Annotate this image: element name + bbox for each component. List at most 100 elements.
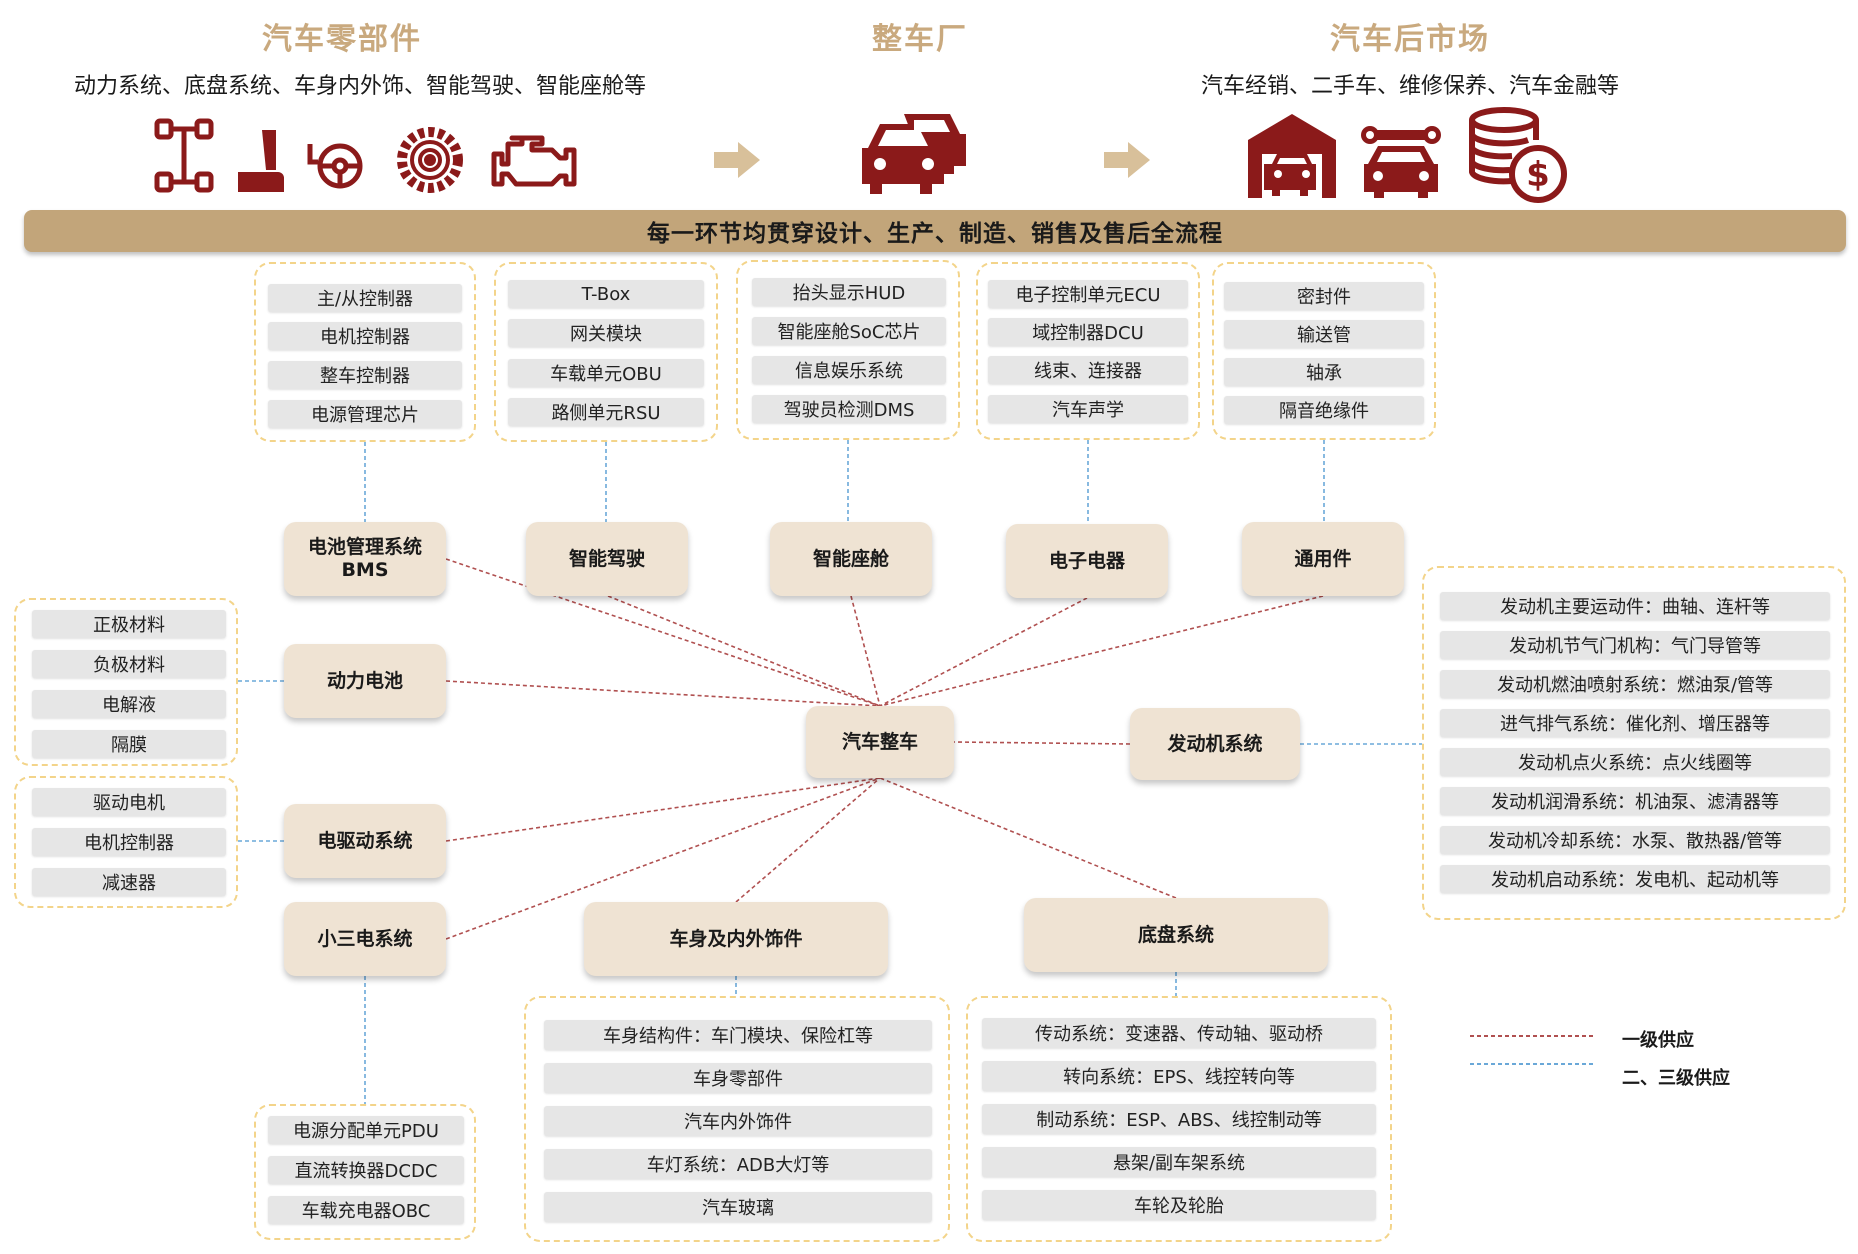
list-item: 发动机主要运动件：曲轴、连杆等 (1440, 592, 1830, 620)
group-electronics: 电子控制单元ECU 域控制器DCU 线束、连接器 汽车声学 (976, 262, 1200, 440)
line-cockpit (850, 595, 881, 707)
list-item: 隔膜 (32, 730, 226, 758)
group-body: 车身结构件：车门模块、保险杠等 车身零部件 汽车内外饰件 车灯系统：ADB大灯等… (524, 996, 950, 1242)
right-arrow-icon (714, 142, 760, 178)
list-item: 驾驶员检测DMS (752, 395, 946, 423)
group-chassis: 传动系统：变速器、传动轴、驱动桥 转向系统：EPS、线控转向等 制动系统：ESP… (966, 996, 1392, 1242)
group-engine: 发动机主要运动件：曲轴、连杆等 发动机节气门机构：气门导管等 发动机燃油喷射系统… (1422, 566, 1846, 920)
list-item: 轴承 (1224, 358, 1424, 386)
stage-subtitle-aftermarket: 汽车经销、二手车、维修保养、汽车金融等 (1200, 74, 1619, 99)
node-body: 车身及内外饰件 (584, 902, 888, 976)
line-battery (445, 680, 881, 707)
primary-supply-lines (445, 558, 1324, 940)
line-electronics (879, 597, 1088, 707)
node-edrive: 电驱动系统 (284, 804, 446, 878)
list-item: 智能座舱SoC芯片 (752, 317, 946, 345)
line-general (879, 595, 1324, 707)
list-item: 车身零部件 (544, 1063, 932, 1093)
list-item: 汽车内外饰件 (544, 1106, 932, 1136)
list-item: 电源分配单元PDU (268, 1116, 464, 1144)
steering-wheel-icon (307, 143, 363, 189)
stage-subtitle-parts: 动力系统、底盘系统、车身内外饰、智能驾驶、智能座舱等 (73, 74, 646, 99)
list-item: 车灯系统：ADB大灯等 (544, 1149, 932, 1179)
line-bms (445, 558, 881, 707)
group-cockpit: 抬头显示HUD 智能座舱SoC芯片 信息娱乐系统 驾驶员检测DMS (736, 260, 960, 440)
line-engine (953, 741, 1131, 745)
list-item: 网关模块 (508, 319, 704, 347)
line-edrive (445, 777, 881, 842)
list-item: 电机控制器 (32, 828, 226, 856)
legend-secondary-label: 二、三级供应 (1622, 1068, 1730, 1089)
line-adas (607, 595, 881, 707)
list-item: 汽车玻璃 (544, 1192, 932, 1222)
list-item: 整车控制器 (268, 361, 462, 389)
node-engine: 发动机系统 (1130, 708, 1300, 780)
list-item: 线束、连接器 (988, 356, 1188, 384)
list-item: 发动机节气门机构：气门导管等 (1440, 631, 1830, 659)
stage-title-oem: 整车厂 (872, 22, 968, 57)
list-item: 发动机燃油喷射系统：燃油泵/管等 (1440, 670, 1830, 698)
group-adas: T-Box 网关模块 车载单元OBU 路侧单元RSU (494, 262, 718, 442)
engine-icon (491, 135, 577, 187)
list-item: 正极材料 (32, 610, 226, 638)
list-item: 减速器 (32, 868, 226, 896)
node-three-e: 小三电系统 (284, 902, 446, 976)
node-electronics: 电子电器 (1006, 524, 1168, 598)
list-item: 电子控制单元ECU (988, 280, 1188, 308)
node-general: 通用件 (1242, 522, 1404, 596)
list-item: 路侧单元RSU (508, 398, 704, 426)
list-item: 发动机润滑系统：机油泵、滤清器等 (1440, 787, 1830, 815)
gear-icon (397, 127, 463, 193)
list-item: 转向系统：EPS、线控转向等 (982, 1061, 1376, 1091)
list-item: 车身结构件：车门模块、保险杠等 (544, 1020, 932, 1050)
list-item: 隔音绝缘件 (1224, 396, 1424, 424)
list-item: 悬架/副车架系统 (982, 1147, 1376, 1177)
list-item: 发动机冷却系统：水泵、散热器/管等 (1440, 826, 1830, 854)
stage-title-aftermarket: 汽车后市场 (1330, 22, 1490, 57)
list-item: 负极材料 (32, 650, 226, 678)
list-item: 进气排气系统：催化剂、增压器等 (1440, 709, 1830, 737)
legend-swatches (1470, 1035, 1594, 1065)
right-arrow-icon (1104, 142, 1150, 178)
list-item: 制动系统：ESP、ABS、线控制动等 (982, 1104, 1376, 1134)
group-bms: 主/从控制器 电机控制器 整车控制器 电源管理芯片 (254, 262, 476, 442)
list-item: 电解液 (32, 690, 226, 718)
legend-primary-label: 一级供应 (1622, 1030, 1694, 1051)
list-item: 电机控制器 (268, 322, 462, 350)
list-item: T-Box (508, 280, 704, 308)
group-edrive: 驱动电机 电机控制器 减速器 (14, 776, 238, 908)
svg-text:$: $ (1526, 155, 1550, 195)
list-item: 电源管理芯片 (268, 400, 462, 428)
list-item: 车载单元OBU (508, 359, 704, 387)
list-item: 车轮及轮胎 (982, 1190, 1376, 1220)
list-item: 汽车声学 (988, 395, 1188, 423)
list-item: 驱动电机 (32, 788, 226, 816)
coins-dollar-icon: $ (1469, 107, 1567, 203)
stage-title-parts: 汽车零部件 (262, 22, 422, 57)
line-three-e (445, 777, 881, 940)
group-three-e: 电源分配单元PDU 直流转换器DCDC 车载充电器OBC (254, 1104, 476, 1240)
list-item: 密封件 (1224, 282, 1424, 310)
node-center-vehicle: 汽车整车 (806, 706, 954, 778)
group-general: 密封件 输送管 轴承 隔音绝缘件 (1212, 262, 1436, 440)
list-item: 输送管 (1224, 320, 1424, 348)
line-chassis (879, 777, 1177, 899)
car-seat-icon (238, 130, 284, 192)
list-item: 直流转换器DCDC (268, 1156, 464, 1184)
list-item: 域控制器DCU (988, 318, 1188, 346)
car-repair-icon (1361, 126, 1441, 198)
secondary-supply-lines (238, 440, 1422, 1104)
group-battery: 正极材料 负极材料 电解液 隔膜 (14, 598, 238, 766)
node-adas: 智能驾驶 (526, 522, 688, 596)
list-item: 发动机启动系统：发电机、起动机等 (1440, 865, 1830, 893)
node-cockpit: 智能座舱 (770, 522, 932, 596)
node-battery: 动力电池 (284, 644, 446, 718)
node-bms: 电池管理系统BMS (284, 522, 446, 596)
cars-icon (862, 114, 966, 194)
list-item: 抬头显示HUD (752, 278, 946, 306)
list-item: 信息娱乐系统 (752, 356, 946, 384)
list-item: 主/从控制器 (268, 284, 462, 312)
drivetrain-chassis-icon (154, 118, 214, 193)
node-chassis: 底盘系统 (1024, 898, 1328, 972)
